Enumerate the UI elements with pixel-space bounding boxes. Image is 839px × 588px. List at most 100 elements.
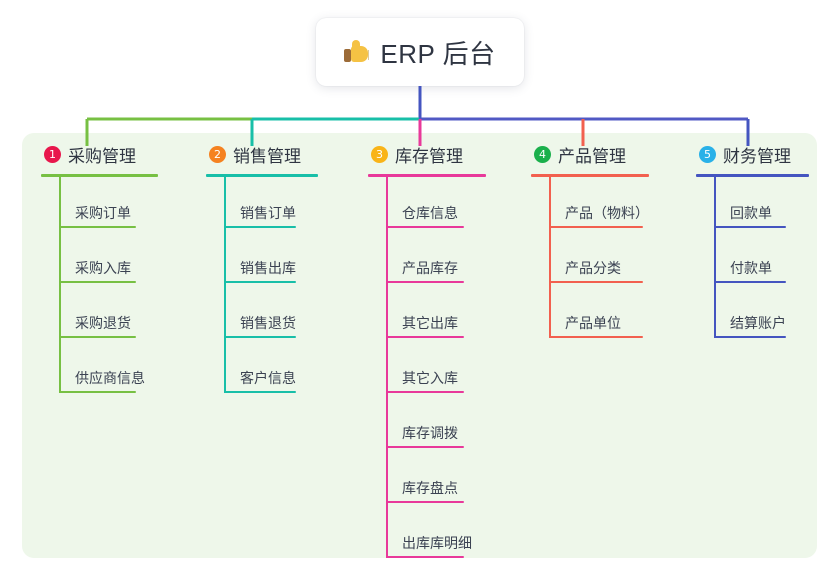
list-item-rule [386, 281, 464, 283]
list-item[interactable]: 其它入库 [357, 342, 486, 397]
list-item[interactable]: 产品分类 [520, 232, 649, 287]
list-item-rule [386, 501, 464, 503]
list-item-label: 采购订单 [75, 205, 131, 221]
list-item[interactable]: 其它出库 [357, 287, 486, 342]
list-item-rule [549, 336, 643, 338]
list-item-rule [59, 226, 136, 228]
column-trunk-3 [386, 177, 388, 558]
list-item-rule [224, 391, 296, 393]
column-header-5[interactable]: 5 财务管理 [685, 140, 809, 168]
column-header-rule-5 [696, 174, 809, 177]
column-title-3: 库存管理 [395, 146, 463, 166]
list-item-rule [549, 281, 643, 283]
column-items-2: 销售订单销售出库销售退货客户信息 [195, 177, 318, 397]
list-item[interactable]: 付款单 [685, 232, 809, 287]
column-badge-2: 2 [209, 145, 226, 163]
list-item-label: 产品单位 [565, 315, 621, 331]
column-header-3[interactable]: 3 库存管理 [357, 140, 486, 168]
mindmap-panel [22, 133, 817, 558]
list-item[interactable]: 结算账户 [685, 287, 809, 342]
column-header-rule-3 [368, 174, 486, 177]
column-header-rule-4 [531, 174, 649, 177]
list-item-rule [386, 226, 464, 228]
list-item-label: 其它出库 [402, 315, 458, 331]
list-item[interactable]: 采购入库 [30, 232, 158, 287]
list-item[interactable]: 回款单 [685, 177, 809, 232]
column-badge-3: 3 [371, 145, 388, 163]
list-item[interactable]: 销售退货 [195, 287, 318, 342]
column-采购管理: 1 采购管理采购订单采购入库采购退货供应商信息 [30, 140, 158, 397]
column-trunk-5 [714, 177, 716, 338]
list-item-label: 客户信息 [240, 370, 296, 386]
column-badge-1: 1 [44, 145, 61, 163]
list-item-rule [386, 446, 464, 448]
list-item[interactable]: 采购退货 [30, 287, 158, 342]
column-items-3: 仓库信息产品库存其它出库其它入库库存调拨库存盘点出库库明细 [357, 177, 486, 562]
column-items-4: 产品（物料） 产品分类产品单位 [520, 177, 649, 342]
list-item-label: 销售订单 [240, 205, 296, 221]
root-node-card[interactable]: ERP 后台 [316, 18, 524, 86]
list-item-rule [549, 226, 643, 228]
column-items-1: 采购订单采购入库采购退货供应商信息 [30, 177, 158, 397]
list-item-rule [386, 556, 464, 558]
list-item-label: 付款单 [730, 260, 772, 276]
column-items-5: 回款单付款单结算账户 [685, 177, 809, 342]
list-item[interactable]: 产品库存 [357, 232, 486, 287]
list-item-rule [59, 391, 136, 393]
list-item-label: 产品分类 [565, 260, 621, 276]
list-item-label: 采购退货 [75, 315, 131, 331]
list-item-rule [714, 336, 786, 338]
list-item-label: 产品（物料） [565, 205, 649, 221]
list-item[interactable]: 采购订单 [30, 177, 158, 232]
list-item-label: 供应商信息 [75, 370, 145, 386]
thumbs-up-icon [344, 39, 370, 65]
column-header-4[interactable]: 4 产品管理 [520, 140, 649, 168]
list-item-label: 出库库明细 [402, 535, 472, 551]
list-item[interactable]: 出库库明细 [357, 507, 486, 562]
list-item-rule [224, 336, 296, 338]
column-trunk-1 [59, 177, 61, 393]
list-item-rule [714, 226, 786, 228]
column-trunk-4 [549, 177, 551, 338]
column-trunk-2 [224, 177, 226, 393]
column-title-5: 财务管理 [723, 146, 791, 166]
list-item[interactable]: 客户信息 [195, 342, 318, 397]
column-badge-4: 4 [534, 145, 551, 163]
column-header-rule-1 [41, 174, 158, 177]
list-item-rule [59, 281, 136, 283]
column-title-4: 产品管理 [558, 146, 626, 166]
column-title-2: 销售管理 [233, 146, 301, 166]
list-item-label: 采购入库 [75, 260, 131, 276]
list-item-label: 库存调拨 [402, 425, 458, 441]
list-item-rule [714, 281, 786, 283]
list-item[interactable]: 仓库信息 [357, 177, 486, 232]
list-item-rule [59, 336, 136, 338]
list-item[interactable]: 供应商信息 [30, 342, 158, 397]
list-item[interactable]: 销售出库 [195, 232, 318, 287]
list-item-label: 销售出库 [240, 260, 296, 276]
list-item-label: 回款单 [730, 205, 772, 221]
list-item-label: 结算账户 [730, 315, 786, 331]
list-item[interactable]: 销售订单 [195, 177, 318, 232]
column-header-1[interactable]: 1 采购管理 [30, 140, 158, 168]
list-item[interactable]: 产品（物料） [520, 177, 649, 232]
list-item-label: 其它入库 [402, 370, 458, 386]
list-item[interactable]: 产品单位 [520, 287, 649, 342]
list-item-label: 库存盘点 [402, 480, 458, 496]
root-node-title: ERP 后台 [380, 38, 496, 69]
column-财务管理: 5 财务管理回款单付款单结算账户 [685, 140, 809, 342]
list-item-rule [224, 226, 296, 228]
column-产品管理: 4 产品管理产品（物料） 产品分类产品单位 [520, 140, 649, 342]
list-item-label: 销售退货 [240, 315, 296, 331]
column-title-1: 采购管理 [68, 146, 136, 166]
list-item-rule [386, 336, 464, 338]
list-item-label: 仓库信息 [402, 205, 458, 221]
list-item-label: 产品库存 [402, 260, 458, 276]
list-item-rule [224, 281, 296, 283]
column-header-2[interactable]: 2 销售管理 [195, 140, 318, 168]
column-销售管理: 2 销售管理销售订单销售出库销售退货客户信息 [195, 140, 318, 397]
column-badge-5: 5 [699, 145, 716, 163]
column-库存管理: 3 库存管理仓库信息产品库存其它出库其它入库库存调拨库存盘点出库库明细 [357, 140, 486, 562]
list-item[interactable]: 库存盘点 [357, 452, 486, 507]
list-item[interactable]: 库存调拨 [357, 397, 486, 452]
